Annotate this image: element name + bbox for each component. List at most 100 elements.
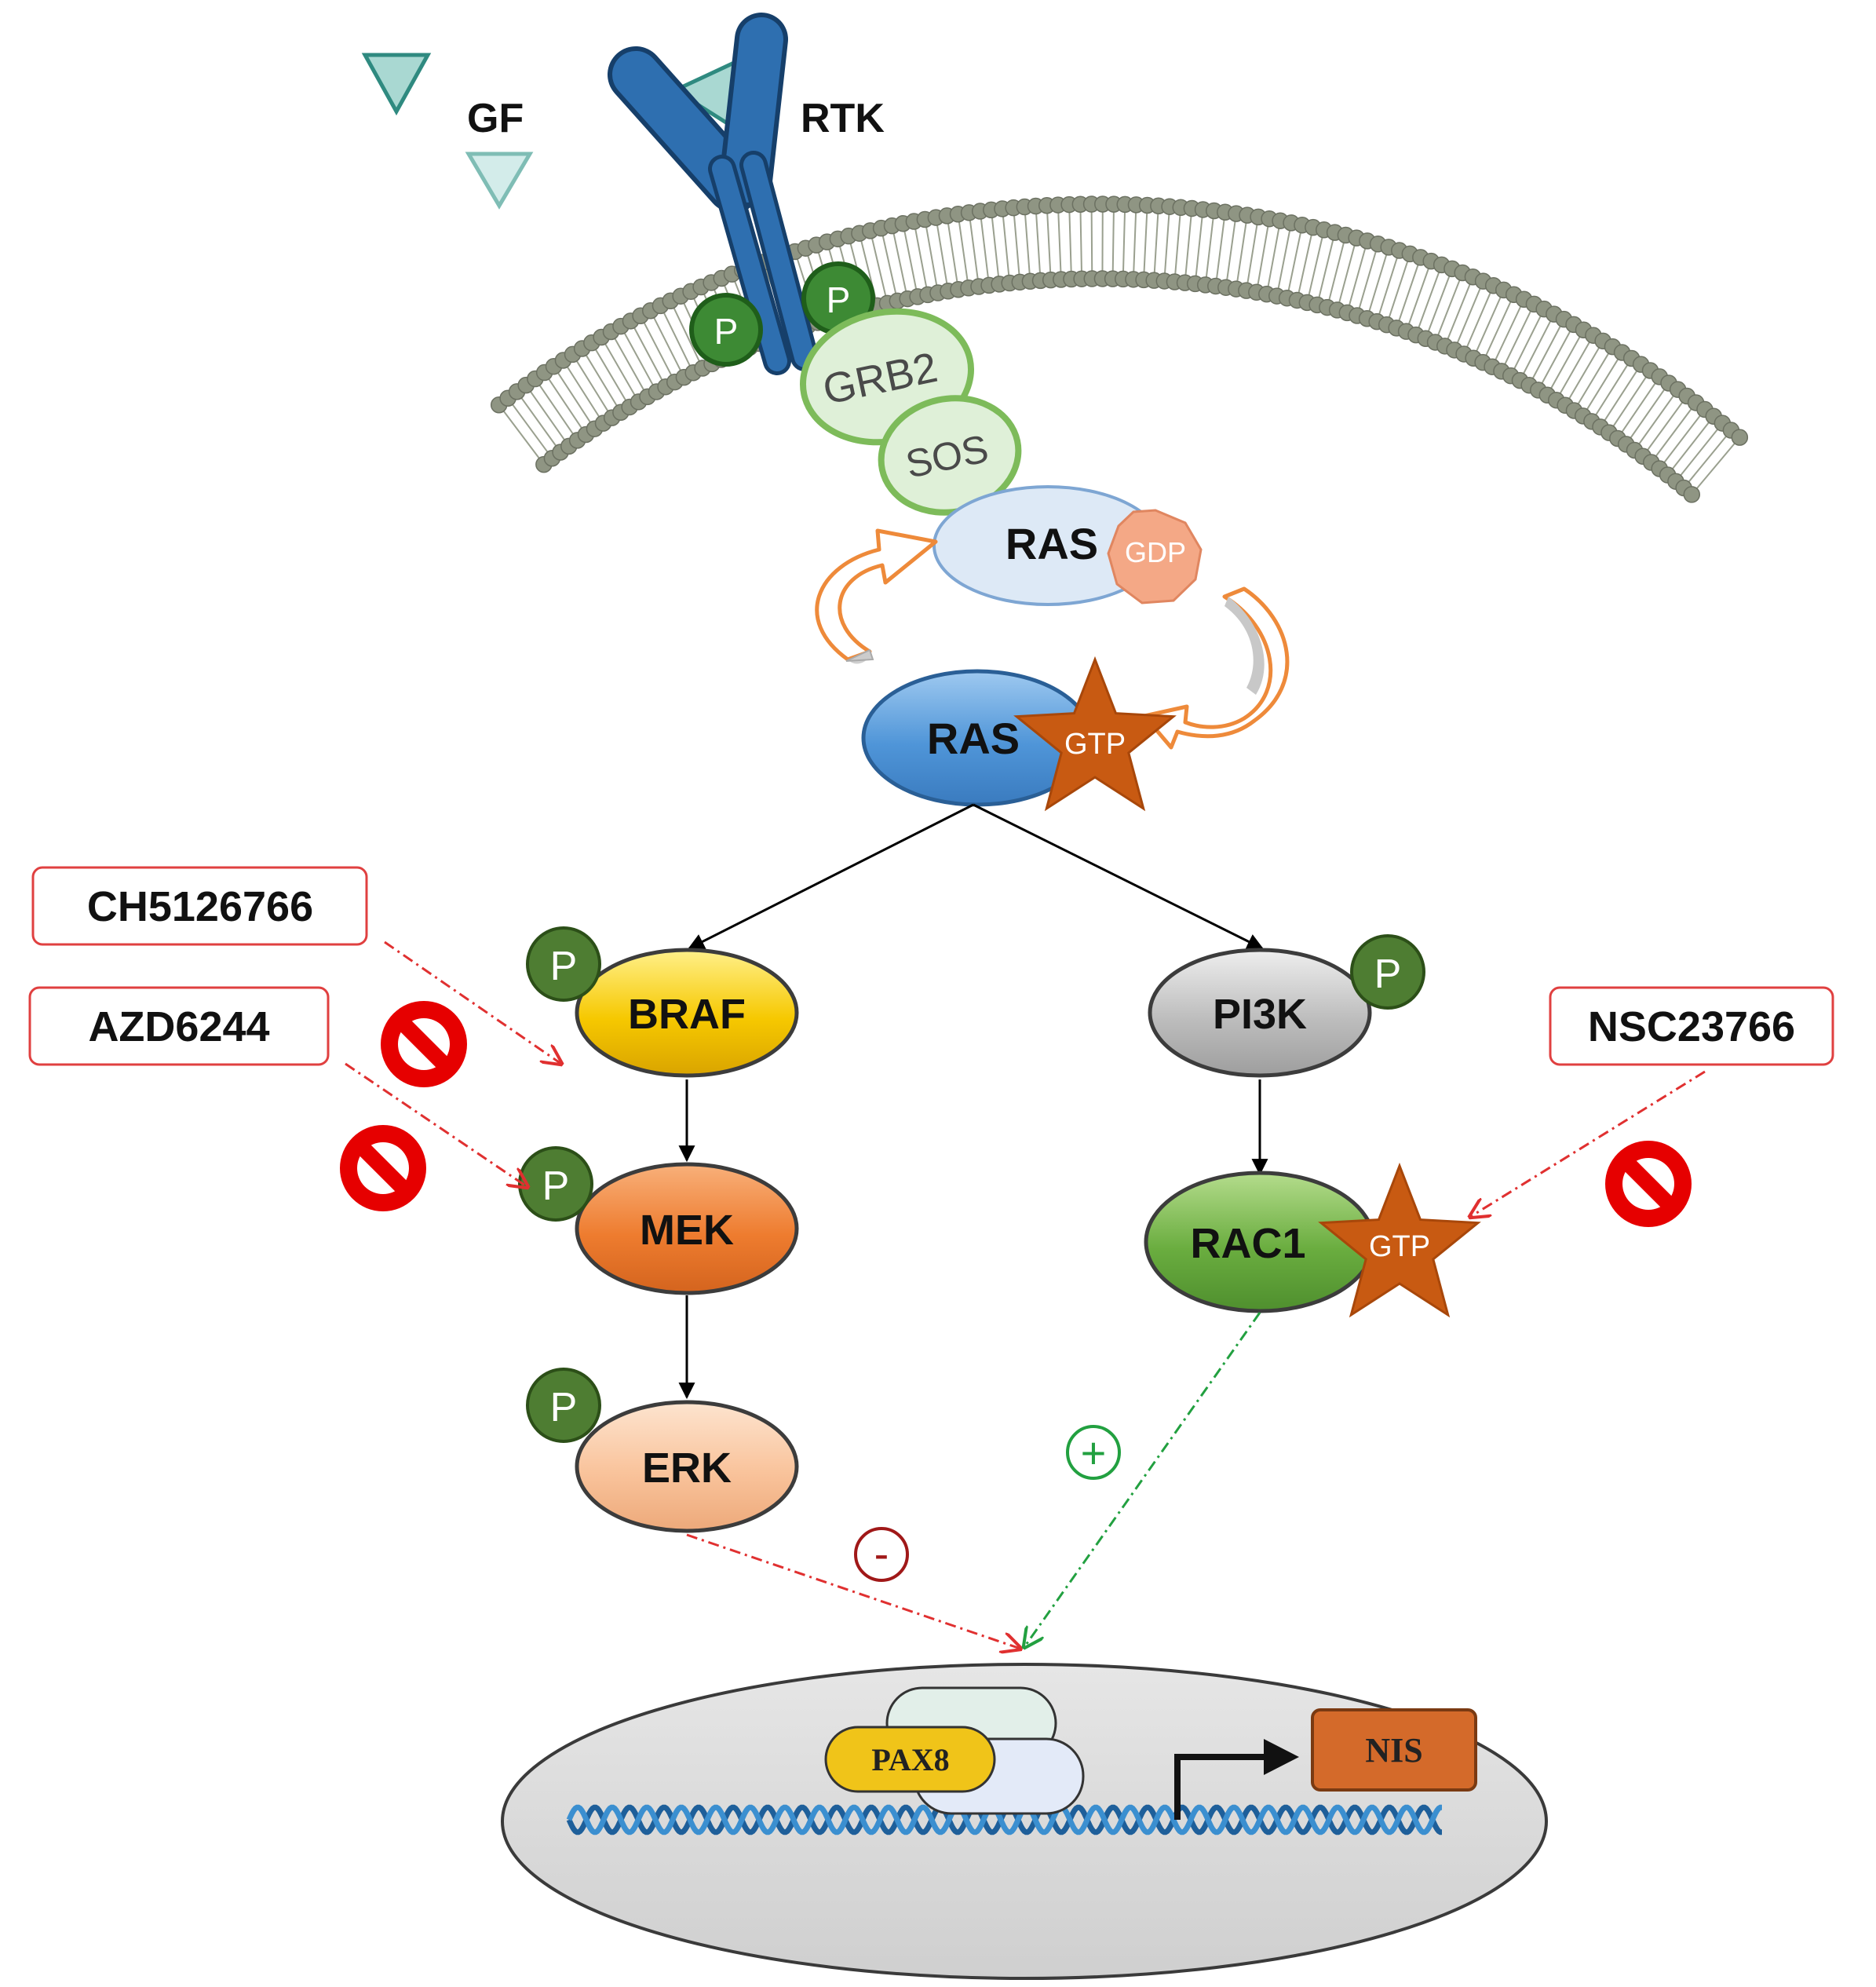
no-entry-icon (1605, 1141, 1692, 1227)
lipid-tail (547, 377, 583, 430)
lipid-tail (633, 326, 664, 382)
gdp-nucleotide: GDP (1107, 509, 1203, 605)
lipid-tail (1586, 357, 1620, 411)
no-entry-icon (340, 1125, 426, 1211)
svg-text:PI3K: PI3K (1213, 991, 1307, 1038)
lipid-tail (622, 331, 655, 387)
rac1-node: RAC1 (1144, 1171, 1376, 1313)
lipid-tail (1298, 233, 1313, 294)
lipid-tail (604, 342, 637, 397)
lipid-tail (1513, 314, 1542, 371)
lipid-tail (1594, 363, 1630, 417)
lipid-tail (1236, 221, 1247, 283)
lipid-tail (1540, 329, 1572, 385)
lipid-tail (1695, 441, 1736, 491)
lipid-tail (1388, 259, 1409, 320)
lipid-tail (1046, 211, 1052, 274)
lipid-tail (1367, 253, 1388, 313)
lipid-tail (1002, 214, 1010, 277)
lipid-tail (1348, 247, 1367, 307)
svg-text:AZD6244: AZD6244 (88, 1003, 269, 1050)
ligand-triangle (361, 53, 432, 116)
lipid-tail (528, 389, 567, 442)
gtp-star-ras: GTP (1013, 656, 1177, 812)
lipid-tail (903, 229, 918, 291)
lipid-tail (1603, 369, 1639, 422)
lipid-tail (1465, 290, 1492, 349)
lipid-tail (1427, 274, 1451, 334)
activation-arrow-rac1-to-nis (1024, 1312, 1261, 1647)
lipid-tail (1013, 214, 1020, 276)
lipid-tail (1153, 212, 1159, 275)
svg-text:P: P (827, 279, 851, 320)
lipid-tail (1195, 215, 1203, 278)
lipid-tail (672, 306, 701, 363)
lipid-tail (1111, 210, 1115, 273)
lipid-tail (1024, 213, 1031, 276)
rtk-phospho-right: P (801, 261, 875, 335)
nucleus (501, 1663, 1548, 1980)
mek-node: MEK (575, 1162, 799, 1295)
svg-text:GDP: GDP (1125, 536, 1186, 568)
svg-text:RAS: RAS (1006, 519, 1098, 568)
lipid-tail (1494, 305, 1523, 362)
inhibitor-box-azd6244: AZD6244 (28, 986, 330, 1066)
dna-strand (566, 1804, 1442, 1835)
lipid-tail (1662, 414, 1702, 465)
svg-text:RAS: RAS (927, 714, 1020, 763)
inhibition-arrow-ch5126766 (384, 941, 561, 1064)
erk-node: ERK (575, 1400, 799, 1533)
lipid-tail (1057, 211, 1062, 274)
transcription-start-arrow (1174, 1739, 1299, 1820)
svg-text:BRAF: BRAF (628, 991, 746, 1038)
ras-cycle-arrow-right (1142, 586, 1290, 750)
erk-phospho: P (526, 1368, 601, 1443)
inhibition-arrow-azd6244 (345, 1062, 527, 1187)
svg-text:CH5126766: CH5126766 (87, 883, 313, 930)
svg-text:P: P (550, 1385, 578, 1430)
lipid-tail (881, 234, 897, 295)
lipid-tail (1068, 210, 1072, 273)
arrow-ras-to-pi3k (973, 803, 1264, 950)
lipid-tail (980, 217, 990, 279)
lipid-tail (947, 221, 958, 283)
svg-text:P: P (550, 944, 578, 989)
lipid-tail (1522, 319, 1553, 375)
lipid-tail (1549, 334, 1582, 390)
no-entry-icon (381, 1001, 467, 1087)
lipid-tail (1670, 420, 1711, 471)
lipid-tail (914, 227, 928, 289)
pax8-factor: PAX8 (824, 1726, 996, 1793)
lipid-tail (662, 311, 692, 367)
lipid-tail (1637, 394, 1675, 446)
lipid-tail (1079, 210, 1082, 273)
lipid-tail (1122, 210, 1126, 273)
arrow-ras-to-braf (688, 803, 974, 950)
lipid-tail (1358, 250, 1378, 310)
lipid-tail (1475, 295, 1502, 353)
lipid-tail (642, 320, 673, 377)
svg-text:NSC23766: NSC23766 (1588, 1003, 1795, 1050)
lipid-tail (925, 225, 938, 287)
lipid-tail (1646, 400, 1684, 452)
svg-text:GTP: GTP (1064, 728, 1126, 761)
svg-text:NIS: NIS (1365, 1731, 1422, 1770)
lipid-tail (1287, 231, 1302, 293)
lipid-tail (1225, 219, 1236, 282)
lipid-head (1731, 429, 1749, 446)
svg-text:P: P (1374, 951, 1402, 997)
lipid-tail (1687, 434, 1728, 484)
lipid-tail (1436, 278, 1462, 337)
svg-text:MEK: MEK (640, 1207, 734, 1254)
lipid-tail (1215, 218, 1225, 280)
lipid-tail (870, 236, 887, 298)
lipid-tail (1277, 228, 1291, 290)
lipid-tail (1143, 211, 1148, 274)
braf-phospho: P (526, 926, 601, 1002)
plus-sign-icon: + (1066, 1425, 1121, 1480)
lipid-tail (1090, 210, 1093, 273)
lipid-tail (1679, 427, 1720, 477)
lipid-tail (1318, 238, 1334, 299)
sos-adaptor: SOS (878, 395, 1022, 516)
